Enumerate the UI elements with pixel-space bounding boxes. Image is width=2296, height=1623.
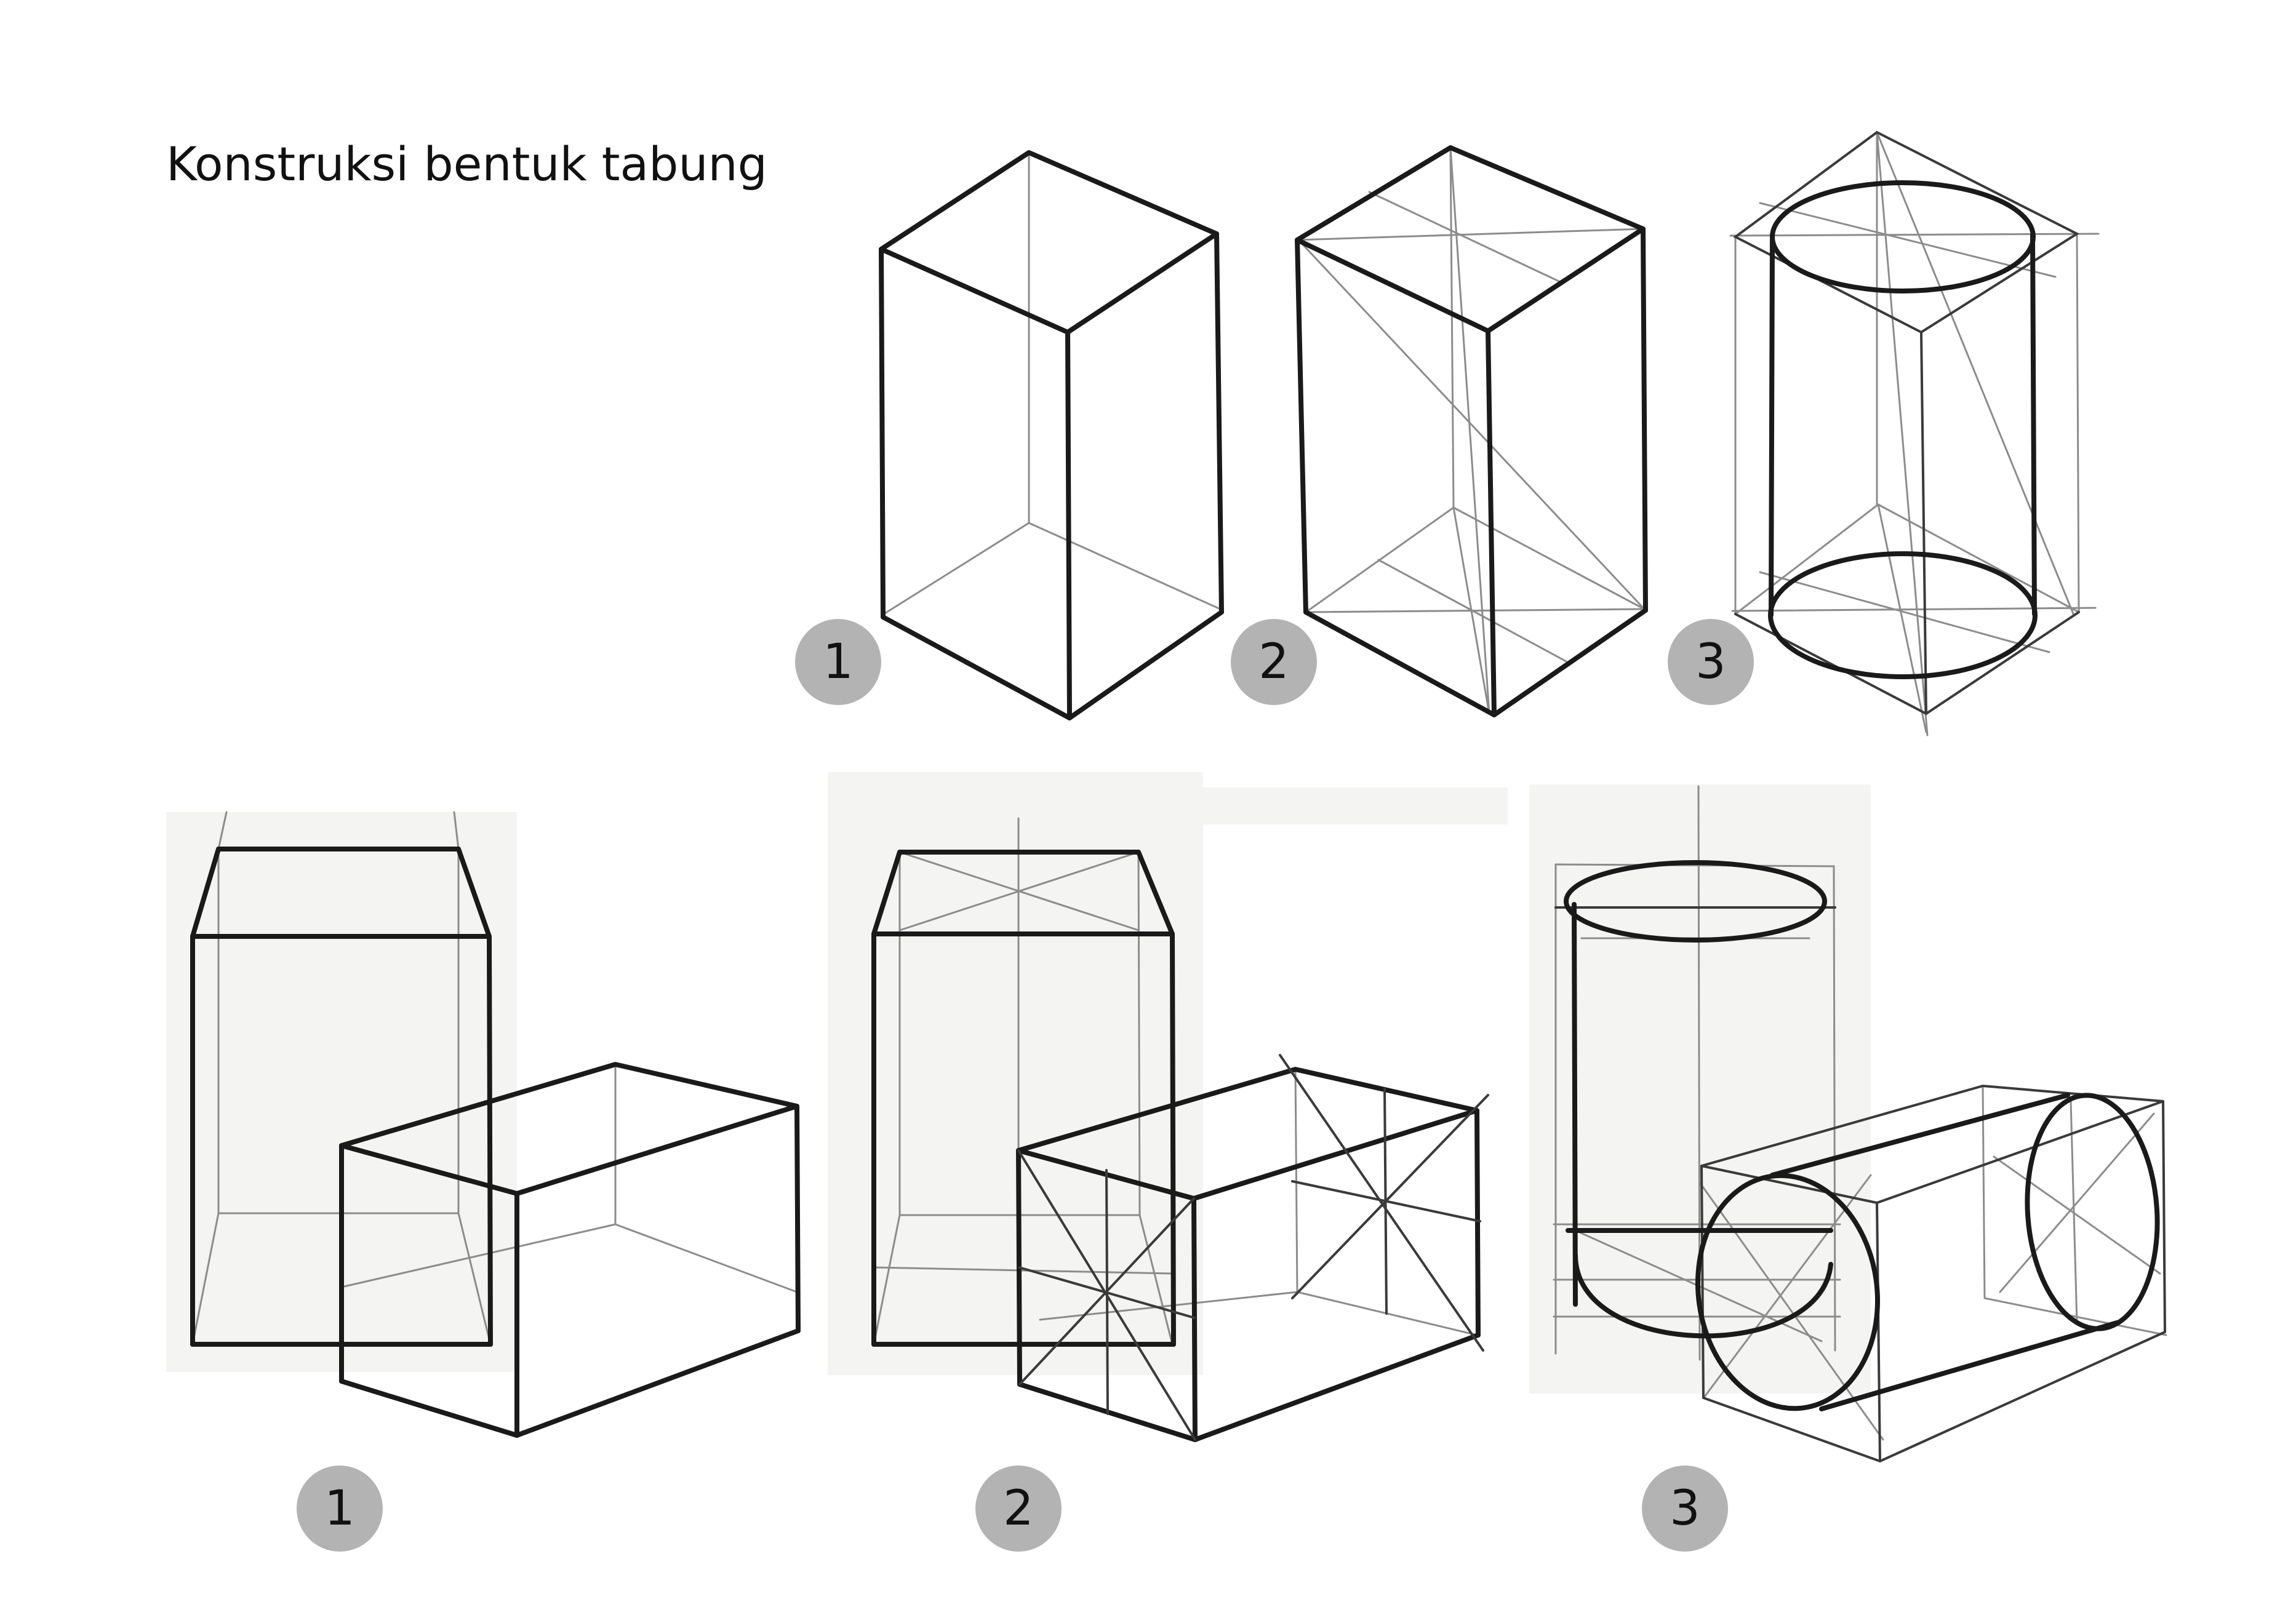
bottom-step-1-two-boxes <box>190 811 801 1438</box>
top-step-2-box-with-diagonals <box>1295 145 1648 717</box>
bottom-step-2-boxes-with-diagonals <box>871 817 1489 1442</box>
step-badge-bottom-3: 3 <box>1642 1465 1728 1552</box>
top-step-3-cylinder <box>1729 130 2100 736</box>
step-badge-top-3: 3 <box>1668 619 1754 705</box>
bottom-2-paper-scrap <box>828 772 1203 1375</box>
bottom-step-3-cylinders <box>1553 785 2167 1463</box>
bottom-2-paper-strip <box>1188 788 1508 824</box>
step-badge-bottom-1: 1 <box>297 1465 383 1552</box>
top-step-1-box-sketch <box>879 150 1224 720</box>
step-badge-bottom-2: 2 <box>975 1465 1062 1552</box>
step-badge-top-1: 1 <box>795 619 881 705</box>
page-title: Konstruksi bentuk tabung <box>166 137 767 191</box>
step-badge-top-2: 2 <box>1231 619 1317 705</box>
